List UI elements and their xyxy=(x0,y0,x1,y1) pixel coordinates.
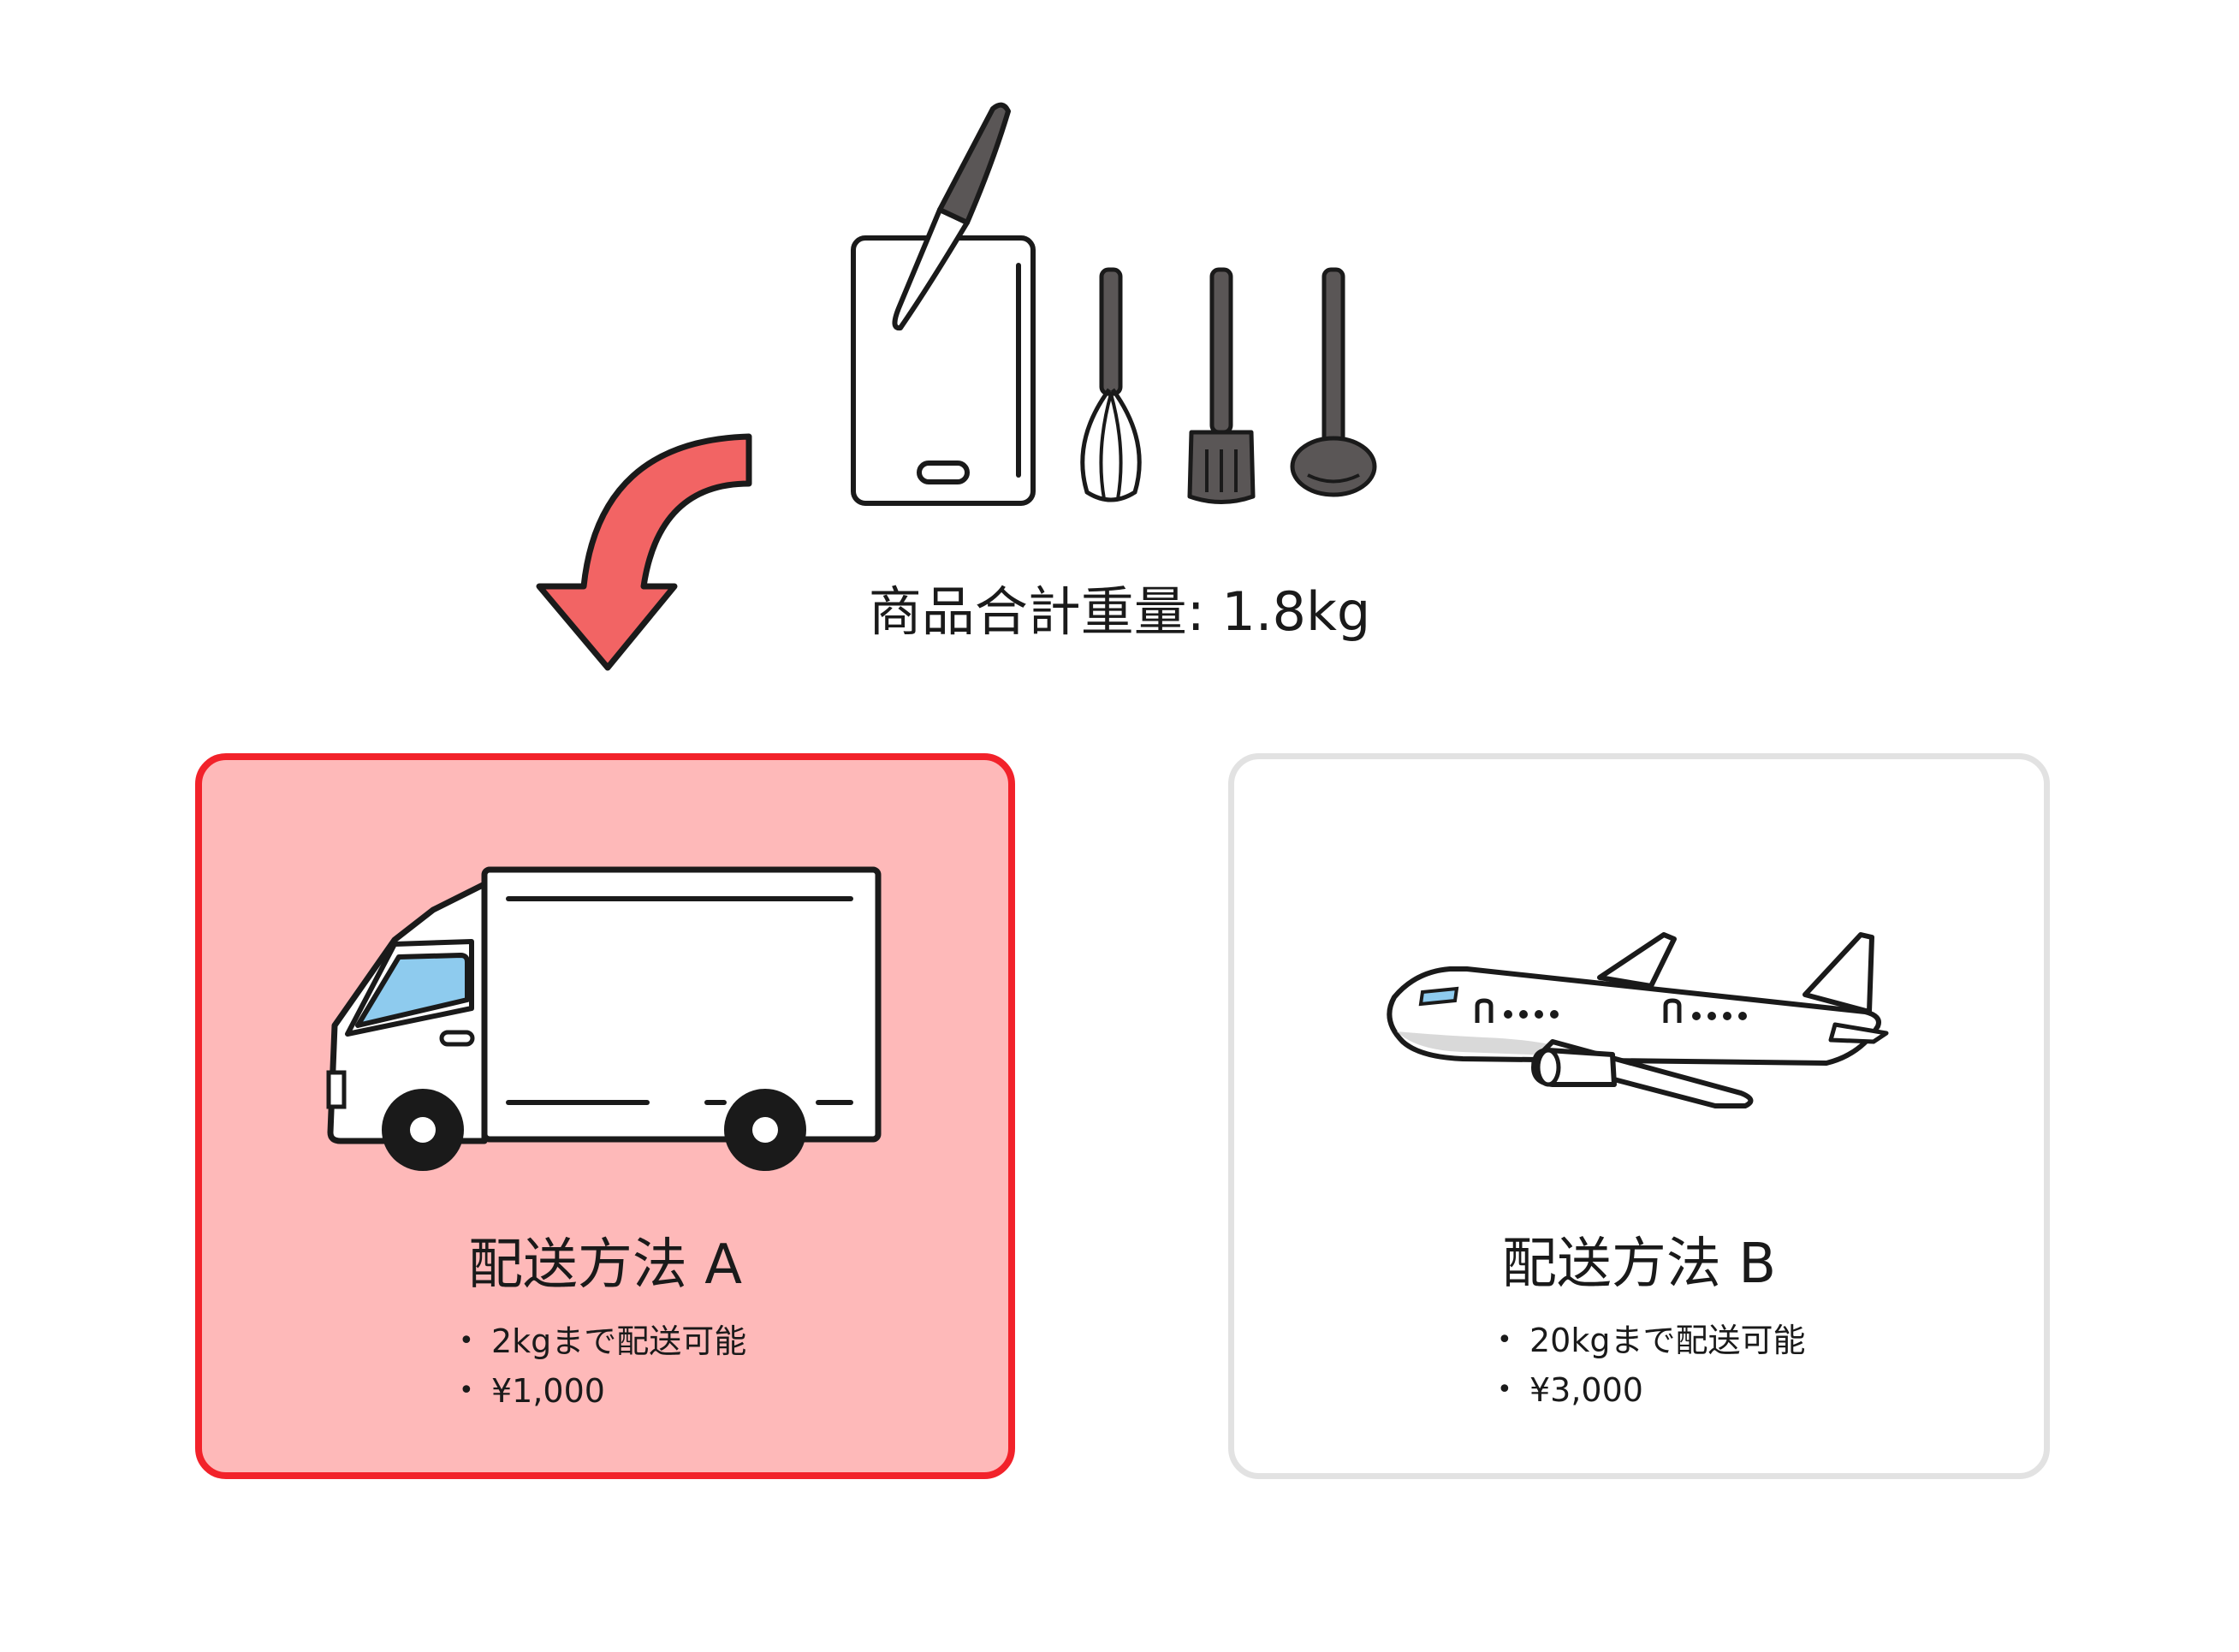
list-item: • ¥1,000 xyxy=(459,1366,746,1416)
bullet: • xyxy=(459,1376,474,1405)
shipping-option-b-title: 配送方法 B xyxy=(1501,1233,1777,1296)
price-text: ¥1,000 xyxy=(491,1372,605,1410)
shipping-option-a-title: 配送方法 A xyxy=(467,1233,743,1297)
bullet: • xyxy=(1497,1375,1512,1405)
truck-icon xyxy=(326,866,882,1171)
list-item: • 2kgまで配送可能 xyxy=(459,1316,746,1366)
airplane-icon xyxy=(1387,932,1889,1108)
curved-arrow-down-icon xyxy=(536,433,752,671)
list-item: • 20kgまで配送可能 xyxy=(1497,1316,1805,1365)
price-text: ¥3,000 xyxy=(1529,1371,1643,1409)
shipping-option-b-details: • 20kgまで配送可能 • ¥3,000 xyxy=(1497,1316,1805,1415)
weight-limit-text: 2kgまで配送可能 xyxy=(491,1322,747,1360)
total-weight-label: 商品合計重量: 1.8kg xyxy=(868,580,1371,643)
shipping-option-a-details: • 2kgまで配送可能 • ¥1,000 xyxy=(459,1316,746,1416)
bullet: • xyxy=(459,1326,474,1356)
kitchen-tools-icon xyxy=(851,102,1377,506)
list-item: • ¥3,000 xyxy=(1497,1365,1805,1415)
weight-limit-text: 20kgまで配送可能 xyxy=(1529,1322,1806,1359)
shipping-option-b[interactable]: 配送方法 B • 20kgまで配送可能 • ¥3,000 xyxy=(1228,753,2050,1479)
bullet: • xyxy=(1497,1325,1512,1355)
shipping-option-a[interactable]: 配送方法 A • 2kgまで配送可能 • ¥1,000 xyxy=(195,753,1015,1479)
